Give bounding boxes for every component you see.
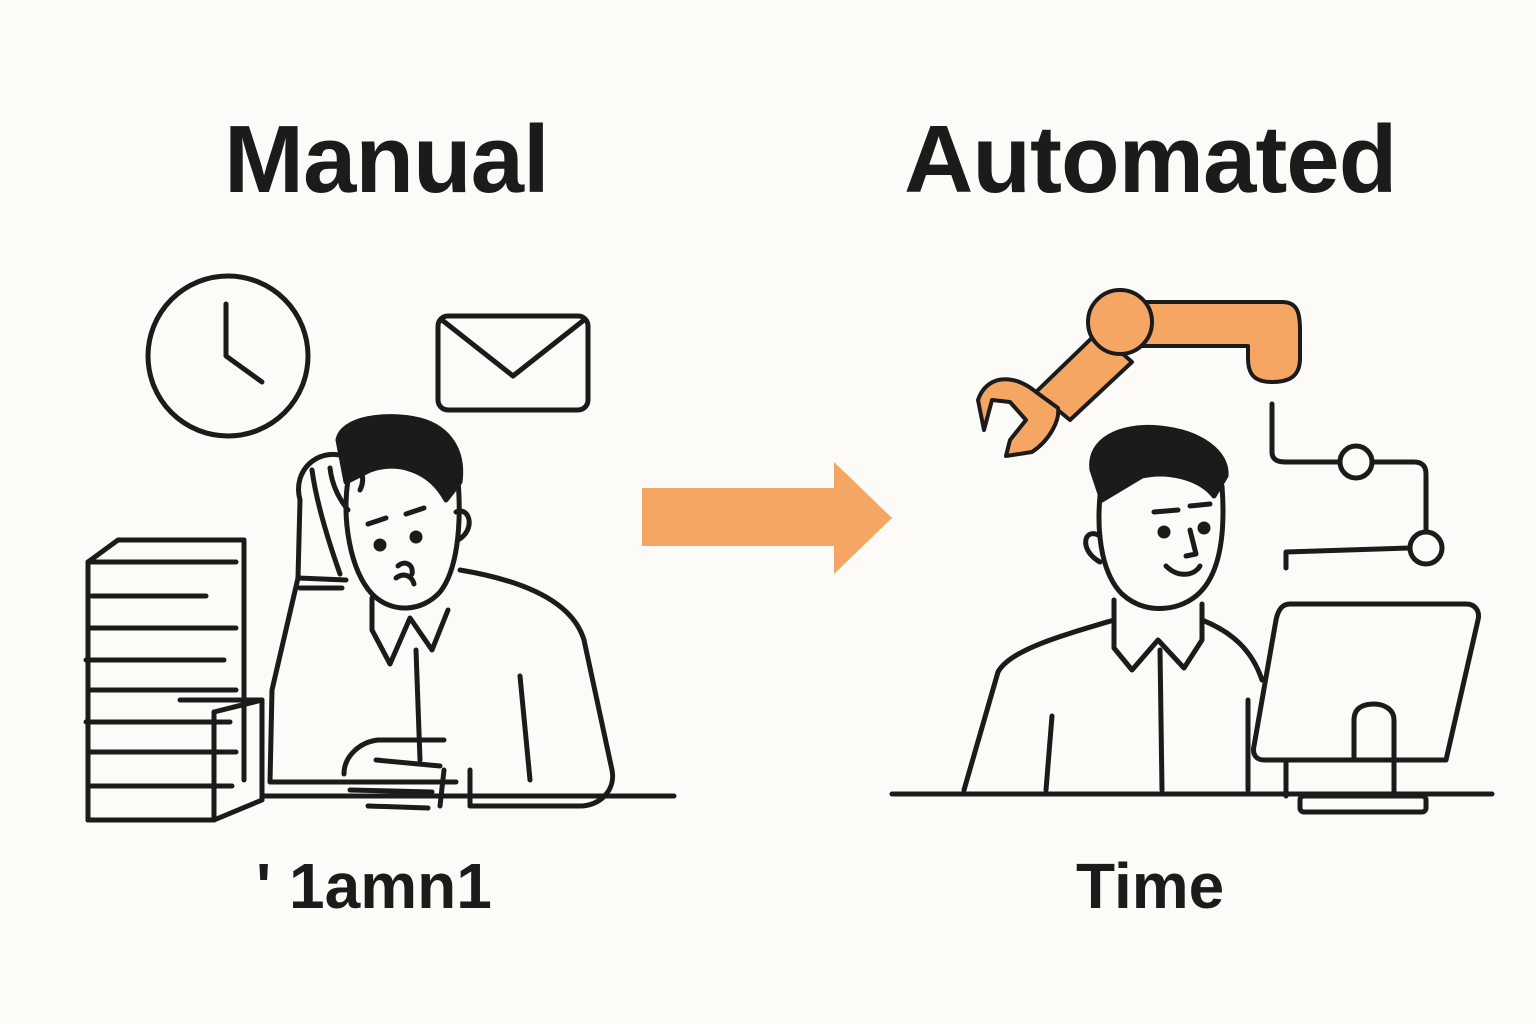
- monitor-icon: [1251, 601, 1481, 815]
- automated-title: Automated: [904, 106, 1397, 213]
- clock-icon: [145, 273, 311, 439]
- envelope-icon: [435, 313, 591, 413]
- manual-caption: ' 1amn1: [256, 850, 492, 922]
- manual-title: Manual: [224, 106, 550, 213]
- happy-person-icon: [961, 424, 1265, 793]
- automated-caption: Time: [1076, 850, 1225, 922]
- stressed-person-icon: [261, 414, 677, 811]
- robot-arm-icon: [976, 288, 1302, 458]
- circuit-icon: [1269, 401, 1445, 571]
- paper-stack-icon: [83, 537, 265, 823]
- arrow-icon: [642, 462, 892, 574]
